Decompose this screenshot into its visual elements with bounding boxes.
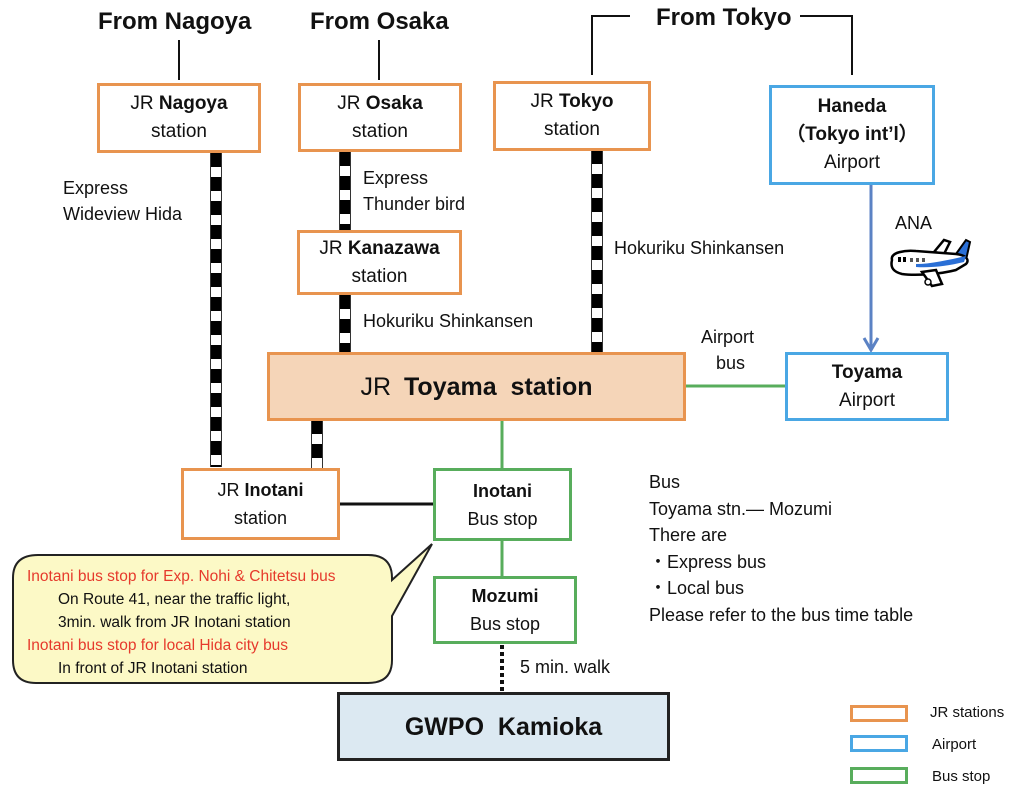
label-airport-bus-line2: bus [716, 353, 746, 373]
bus-info-line: Toyama stn.— Mozumi [649, 498, 833, 519]
label-thunderbird-line1: Express [363, 168, 429, 188]
rail-thunderbird [339, 152, 351, 231]
bus-info-line: Bus [649, 472, 681, 492]
label-shinkansen-kanazawa: Hokuriku Shinkansen [363, 311, 534, 331]
legend-swatch-bus [850, 767, 908, 784]
callout-heading-express: Inotani bus stop for Exp. Nohi & Chitets… [27, 568, 336, 585]
rail-shinkansen-tokyo [591, 150, 603, 352]
callout-text: Inotani bus stop for Exp. Nohi & Chitets… [27, 565, 335, 680]
label-wideview-line1: Express [63, 178, 129, 198]
tokyo-jr-connector [591, 15, 630, 75]
label-walk: 5 min. walk [520, 657, 611, 677]
flight-arrowhead [862, 337, 880, 353]
label-airport-bus-line1: Airport [701, 327, 755, 347]
bus-stop-mozumi[interactable]: Mozumi Bus stop [433, 576, 577, 644]
rail-wideview-hida [210, 153, 222, 467]
bus-stop-suffix: Bus stop [469, 614, 541, 634]
header-from-tokyo: From Tokyo [656, 4, 792, 31]
airplane-icon [890, 238, 972, 288]
bus-info-line: There are [649, 525, 728, 545]
station-prefix: JR [530, 91, 559, 112]
station-prefix: JR [319, 237, 348, 259]
station-name: Kanazawa [347, 237, 440, 259]
station-name: Inotani [244, 480, 304, 500]
bus-stop-name: Mozumi [471, 586, 539, 606]
bus-info-line: ・Express bus [649, 551, 767, 572]
callout-detail: 3min. walk from JR Inotani station [58, 614, 291, 631]
legend-label-airport: Airport [932, 736, 977, 753]
airport-haneda[interactable]: Haneda （Tokyo int’l） Airport [769, 85, 935, 185]
station-suffix: station [544, 119, 600, 140]
tokyo-haneda-connector [800, 15, 853, 75]
station-name: Osaka [365, 92, 423, 114]
bus-stop-inotani[interactable]: Inotani Bus stop [433, 468, 572, 541]
airport-suffix: Airport [839, 389, 895, 411]
station-name: Nagoya [158, 93, 228, 114]
callout-detail: In front of JR Inotani station [58, 660, 248, 677]
station-prefix: JR [130, 93, 159, 114]
station-prefix: JR [217, 480, 245, 500]
bus-info: Bus Toyama stn.— Mozumi There are ・Expre… [649, 469, 913, 628]
station-suffix: station [233, 508, 288, 528]
airport-name: Haneda [817, 96, 887, 117]
station-name: Toyama station [404, 372, 593, 401]
station-tokyo[interactable]: JR Tokyo station [493, 81, 651, 151]
legend-label-jr: JR stations [930, 704, 1005, 721]
rail-shinkansen-kanazawa [339, 295, 351, 352]
station-kanazawa[interactable]: JR Kanazawa station [297, 230, 462, 295]
legend-label-bus: Bus stop [932, 768, 991, 785]
header-from-nagoya: From Nagoya [98, 8, 252, 35]
label-thunderbird-line2: Thunder bird [363, 194, 466, 214]
station-suffix: station [151, 121, 207, 142]
callout-bubble-shape [12, 543, 433, 684]
destination-kamioka[interactable]: GWPO Kamioka [337, 692, 670, 761]
station-inotani[interactable]: JR Inotani station [181, 468, 340, 540]
station-nagoya[interactable]: JR Nagoya station [97, 83, 261, 153]
bus-info-line: ・Local bus [649, 578, 745, 598]
bus-stop-suffix: Bus stop [467, 508, 538, 529]
airport-suffix: Airport [824, 152, 880, 173]
airport-toyama[interactable]: Toyama Airport [785, 352, 949, 421]
station-suffix: station [351, 265, 408, 287]
callout-heading-local: Inotani bus stop for local Hida city bus [27, 637, 289, 654]
legend-swatch-jr [850, 705, 908, 722]
station-osaka[interactable]: JR Osaka station [298, 83, 462, 152]
destination-name: GWPO Kamioka [404, 712, 603, 741]
legend: JR stations Airport Bus stop [850, 703, 1024, 791]
bus-info-line: Please refer to the bus time table [649, 604, 914, 625]
callout-detail: On Route 41, near the traffic light, [58, 591, 291, 608]
station-prefix: JR [360, 372, 399, 401]
station-toyama[interactable]: JR Toyama station [267, 352, 686, 421]
station-prefix: JR [337, 92, 366, 114]
legend-swatch-airport [850, 735, 908, 752]
bus-stop-name: Inotani [473, 480, 532, 501]
station-name: Tokyo [558, 91, 614, 112]
station-suffix: station [352, 120, 408, 142]
label-ana: ANA [895, 213, 933, 233]
label-shinkansen-tokyo: Hokuriku Shinkansen [614, 238, 785, 258]
airport-name: Toyama [831, 361, 903, 383]
airport-subtitle: （Tokyo int’l） [786, 124, 918, 145]
rail-toyama-inotani [311, 420, 323, 468]
label-wideview-line2: Wideview Hida [63, 204, 183, 224]
header-from-osaka: From Osaka [310, 8, 449, 35]
